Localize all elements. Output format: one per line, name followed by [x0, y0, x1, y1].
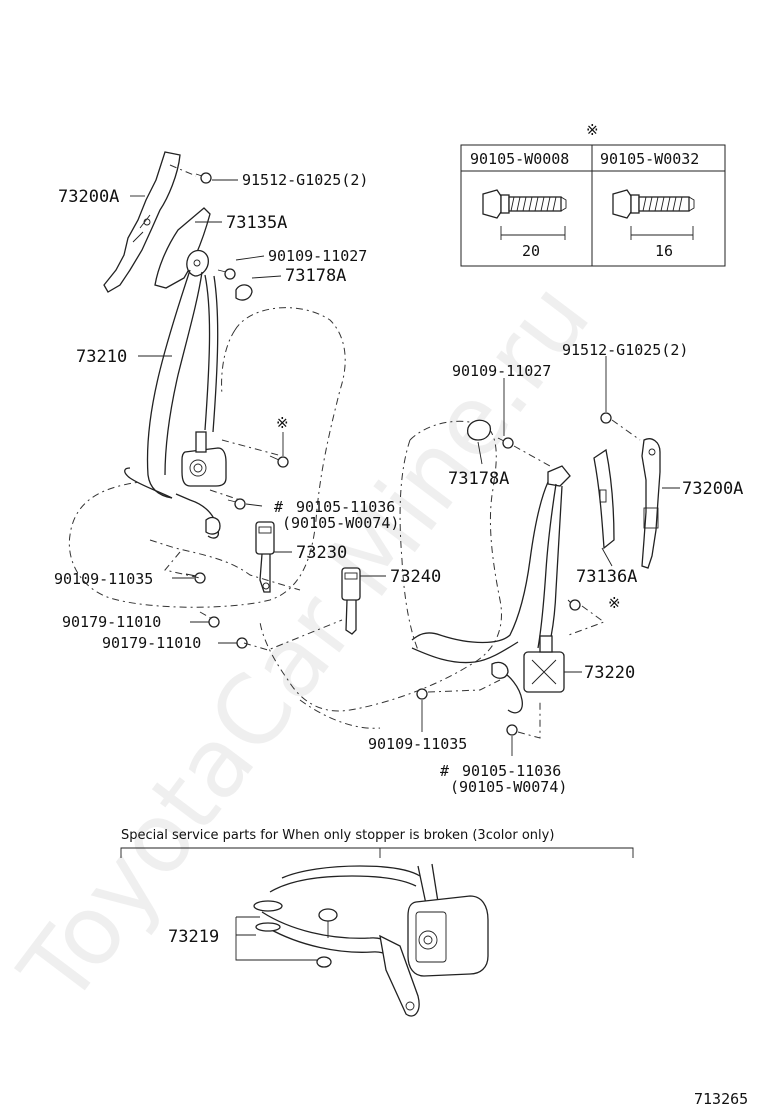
label-hash-right: #: [440, 762, 449, 780]
bolt-icon: [185, 572, 206, 584]
label-73135a: 73135A: [226, 213, 287, 233]
diagram-number: 713265: [694, 1090, 748, 1108]
retractor-belt-left: [124, 269, 221, 539]
label-90179-11010-a: 90179-11010: [62, 613, 161, 631]
right-seat-outline: [259, 420, 502, 729]
bolt-icon: [227, 498, 246, 510]
upper-anchor-cover-right: [641, 438, 661, 569]
bolt-icon: [567, 599, 581, 611]
left-seat-outline: [68, 307, 346, 608]
bolt-table: ※ 90105-W0008 90105-W0032 20: [460, 121, 726, 267]
table-header-col1: 90105-W0008: [470, 150, 569, 168]
table-length-col2: 16: [655, 242, 673, 260]
label-73178a-left: 73178A: [285, 266, 346, 286]
buckle-73240: [341, 567, 361, 635]
label-73240: 73240: [390, 567, 441, 587]
flange-bolt-w0008-icon: [482, 189, 567, 219]
shoulder-anchor-left: [186, 249, 209, 277]
clip-73178a-right-icon: [466, 419, 492, 441]
label-73219: 73219: [168, 927, 219, 947]
label-90105-11036-right: 90105-11036: [462, 762, 561, 780]
label-73178a-right: 73178A: [448, 469, 509, 489]
flange-bolt-w0032-icon: [612, 189, 695, 219]
label-90109-11035-left: 90109-11035: [54, 570, 153, 588]
label-90109-11027-left: 90109-11027: [268, 247, 367, 265]
label-90105-11036-left: 90105-11036: [296, 498, 395, 516]
pillar-garnish-right: [593, 448, 615, 550]
table-frame: [460, 144, 726, 267]
table-length-col1: 20: [522, 242, 540, 260]
special-service-caption: Special service parts for When only stop…: [121, 828, 554, 843]
retractor-left: [181, 431, 227, 487]
dimension-16: 16: [630, 226, 694, 260]
bolt-icon: [506, 724, 518, 740]
retractor-right: [523, 635, 565, 693]
label-73200a-right: 73200A: [682, 479, 743, 499]
label-73210: 73210: [76, 347, 127, 367]
bolt-icon: [600, 402, 612, 424]
label-91512-g1025-left: 91512-G1025(2): [242, 171, 368, 189]
bolt-icon: [195, 172, 212, 184]
label-91512-g1025-right: 91512-G1025(2): [562, 341, 688, 359]
shoulder-anchor-right: [547, 465, 571, 487]
label-73136a: 73136A: [576, 567, 637, 587]
label-90109-11035-right: 90109-11035: [368, 735, 467, 753]
belt-retractor-detail: [261, 863, 489, 1017]
label-73220: 73220: [584, 663, 635, 683]
retractor-belt-right: [411, 481, 563, 714]
bolt-icon: [497, 437, 514, 449]
label-hash-left: #: [274, 498, 283, 516]
label-90105-w0074-left: (90105-W0074): [282, 514, 399, 532]
label-90179-11010-b: 90179-11010: [102, 634, 201, 652]
label-90109-11027-right: 90109-11027: [452, 362, 551, 380]
label-90105-w0074-right: (90105-W0074): [450, 778, 567, 796]
bolt-icon: [217, 268, 236, 280]
upper-anchor-cover-left: [103, 151, 181, 293]
bolt-icon: [269, 455, 289, 468]
clip-73178a-left-icon: [235, 284, 253, 301]
special-service-section: Special service parts for When only stop…: [120, 828, 634, 1017]
bolt-icon: [416, 688, 428, 704]
buckle-73230: [255, 521, 275, 593]
table-note-mark: ※: [586, 121, 599, 139]
table-header-col2: 90105-W0032: [600, 150, 699, 168]
label-mark-right: ※: [608, 594, 621, 612]
pillar-garnish-left: [154, 207, 211, 289]
label-73200a-left: 73200A: [58, 187, 119, 207]
stopper-icon: [253, 900, 338, 968]
label-mark-left: ※: [276, 414, 289, 432]
label-73230: 73230: [296, 543, 347, 563]
dimension-20: 20: [500, 226, 566, 260]
